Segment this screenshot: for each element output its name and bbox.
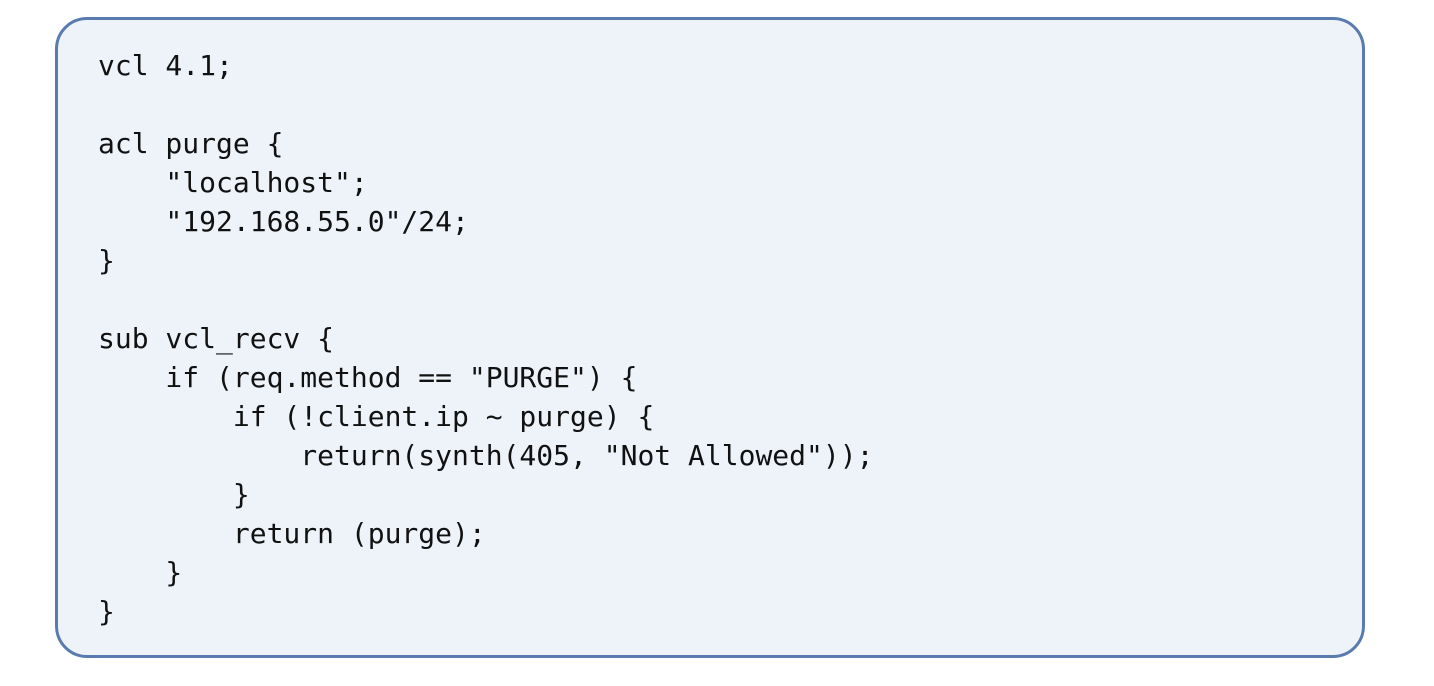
code-line-14: } [98, 556, 183, 589]
code-line-10: if (!client.ip ~ purge) { [98, 400, 655, 433]
code-line-1: vcl 4.1; [98, 49, 233, 82]
code-line-15: } [98, 595, 115, 628]
code-line-9: if (req.method == "PURGE") { [98, 361, 638, 394]
code-listing: vcl 4.1; acl purge { "localhost"; "192.1… [98, 46, 873, 631]
code-line-2 [98, 85, 873, 124]
code-line-3: acl purge { [98, 127, 284, 160]
code-line-12: } [98, 478, 250, 511]
code-line-11: return(synth(405, "Not Allowed")); [98, 439, 874, 472]
code-line-5: "192.168.55.0"/24; [98, 205, 469, 238]
code-line-4: "localhost"; [98, 166, 368, 199]
code-line-6: } [98, 244, 115, 277]
code-line-8: sub vcl_recv { [98, 322, 335, 355]
code-line-13: return (purge); [98, 517, 486, 550]
code-block: vcl 4.1; acl purge { "localhost"; "192.1… [55, 17, 1365, 658]
code-line-7 [98, 280, 873, 319]
